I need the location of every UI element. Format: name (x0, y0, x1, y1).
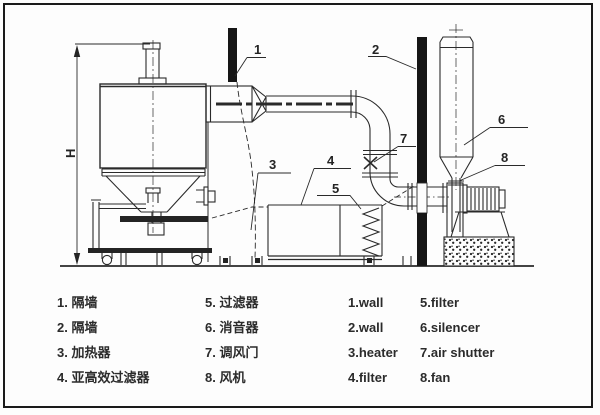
filter-zigzag-symbol (361, 207, 381, 257)
silencer-shell (439, 36, 474, 158)
legend-en-col-2: 5.filter 6.silencer 7.air shutter 8.fan (420, 290, 494, 390)
leader-5 (317, 195, 362, 210)
wall-sleeve (416, 182, 428, 214)
legend-item: 4. 亚高效过滤器 (57, 370, 150, 385)
callout-5: 5 (332, 181, 339, 196)
legend-item: 8. 风机 (205, 370, 246, 385)
silencer (439, 24, 474, 190)
legend-item: 2. 隔墙 (57, 320, 98, 335)
callout-4: 4 (327, 153, 335, 168)
silencer-cone (439, 156, 474, 179)
leader-3 (250, 172, 291, 231)
legend-item: 5.filter (420, 295, 460, 310)
legend-item: 1. 隔墙 (57, 295, 98, 310)
legend-item: 3. 加热器 (57, 345, 111, 360)
trolley-arm (99, 203, 146, 210)
legend-item: 4.filter (348, 370, 388, 385)
chamber-box (267, 204, 383, 256)
callout-6: 6 (498, 112, 505, 127)
duct-outer (266, 95, 447, 188)
trolley (88, 199, 212, 266)
vessel-flange-band (101, 168, 206, 177)
legend-cn-col-2: 5. 过滤器 6. 消音器 7. 调风门 8. 风机 (205, 290, 258, 390)
fan-assembly (442, 178, 515, 267)
side-nozzle (196, 189, 204, 203)
arrow-down-icon (73, 253, 81, 265)
wheel (191, 254, 203, 266)
callout-2: 2 (372, 42, 379, 57)
leader-8 (458, 165, 525, 182)
duct-flange (363, 149, 397, 156)
duct-inner (266, 111, 447, 207)
legend-item: 2.wall (348, 320, 384, 335)
dimension-h: H (63, 43, 150, 265)
leader-4 (300, 168, 351, 206)
legend-item: 7.air shutter (420, 345, 495, 360)
callout-1: 1 (254, 42, 261, 57)
legend-item: 3.heater (348, 345, 398, 360)
legend-item: 1.wall (348, 295, 384, 310)
wall-2 (416, 37, 428, 266)
fan-stand (449, 211, 511, 238)
vessel (99, 40, 216, 262)
discharge-valve (147, 222, 165, 236)
trolley-legs (120, 253, 163, 265)
drawing-root: H (60, 24, 534, 267)
motor-end-plate (462, 184, 468, 214)
shaft-cap (142, 42, 161, 50)
legend-cn-col-1: 1. 隔墙 2. 隔墙 3. 加热器 4. 亚高效过滤器 (57, 290, 149, 390)
legend-item: 8.fan (420, 370, 451, 385)
callout-7: 7 (400, 131, 407, 146)
legend-item: 6. 消音器 (205, 320, 259, 335)
fan-housing (446, 182, 464, 238)
trolley-platform (88, 248, 212, 253)
trolley-mast (91, 199, 101, 250)
leader-7 (373, 146, 416, 163)
heater-filter-chamber (211, 81, 415, 261)
leader-6 (463, 127, 528, 146)
fan-discharge-pipe (451, 178, 461, 232)
cone-nozzle (145, 187, 161, 194)
legend-item: 6.silencer (420, 320, 480, 335)
hidden-line (236, 81, 256, 259)
transition-cone (251, 85, 267, 123)
callout-3: 3 (269, 157, 276, 172)
legend-en-col-1: 1.wall 2.wall 3.heater 4.filter (348, 290, 398, 390)
callouts: 1 2 3 4 5 6 7 8 (234, 42, 528, 231)
vessel-body (99, 83, 207, 169)
air-shutter-symbol (363, 156, 378, 170)
vessel-cone (105, 175, 201, 213)
machine-feet (219, 256, 412, 265)
callout-8: 8 (501, 150, 508, 165)
wall-1 (228, 28, 237, 82)
legend-item: 7. 调风门 (205, 345, 259, 360)
wheel (101, 254, 113, 266)
duct-flange (362, 172, 398, 178)
leader-2 (368, 56, 417, 70)
foundation-block (443, 236, 515, 267)
exhaust-duct (205, 85, 450, 210)
shaft-flange (138, 77, 167, 85)
dimension-label: H (63, 149, 78, 158)
legend-item: 5. 过滤器 (205, 295, 259, 310)
duct-flange (350, 90, 357, 118)
shaft (145, 49, 160, 78)
support-bar (120, 216, 208, 222)
arrow-up-icon (73, 45, 81, 57)
leader-1 (234, 57, 266, 77)
motor (466, 186, 506, 212)
